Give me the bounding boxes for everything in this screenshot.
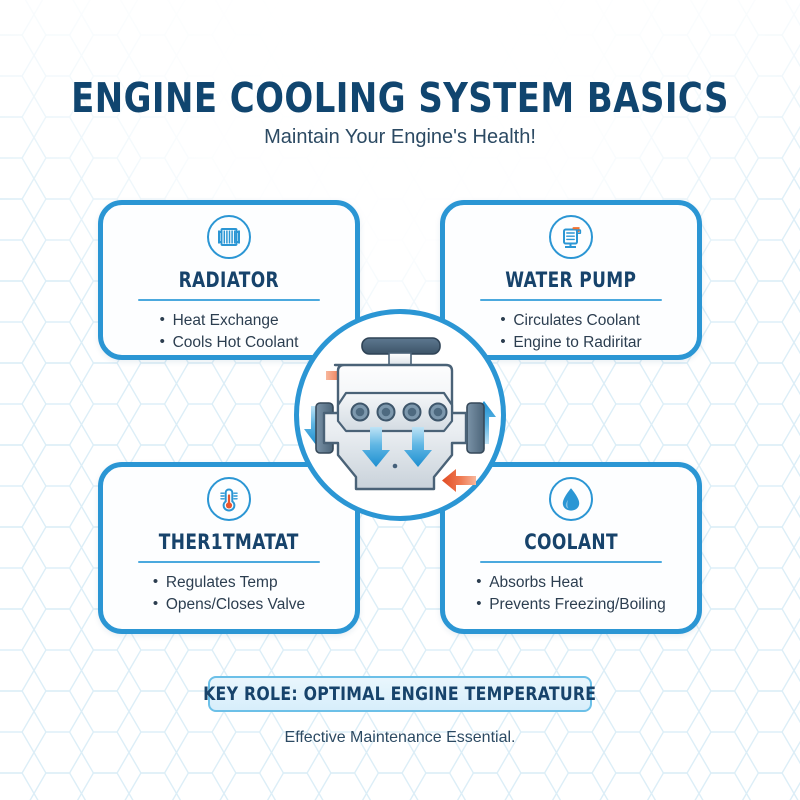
card-thermostat[interactable]: THER1TMATAT Regulates Temp Opens/Closes … <box>98 462 360 634</box>
card-title-radiator: RADIATOR <box>178 268 280 292</box>
card-water-pump[interactable]: WATER PUMP Circulates Coolant Engine to … <box>440 200 702 360</box>
thermometer-icon <box>207 477 251 521</box>
list-item: Engine to Radiritar <box>500 331 641 354</box>
card-divider <box>480 299 662 301</box>
water-drop-icon <box>549 477 593 521</box>
card-coolant[interactable]: COOLANT Absorbs Heat Prevents Freezing/B… <box>440 462 702 634</box>
card-bullets-coolant: Absorbs Heat Prevents Freezing/Boiling <box>476 571 666 616</box>
card-divider <box>138 561 320 563</box>
list-item: Heat Exchange <box>160 309 299 332</box>
footer-note: Effective Maintenance Essential. <box>284 729 516 746</box>
key-role-text: KEY ROLE: OPTIMAL ENGINE TEMPERATURE <box>203 683 597 705</box>
card-bullets-water-pump: Circulates Coolant Engine to Radiritar <box>500 309 641 354</box>
page-subtitle: Maintain Your Engine's Health! <box>264 126 536 148</box>
key-role-banner: KEY ROLE: OPTIMAL ENGINE TEMPERATURE <box>203 676 596 712</box>
card-title-coolant: COOLANT <box>524 530 618 554</box>
list-item: Cools Hot Coolant <box>160 331 299 354</box>
card-bullets-thermostat: Regulates Temp Opens/Closes Valve <box>153 571 305 616</box>
center-hub-circle <box>294 309 506 521</box>
card-divider <box>138 299 320 301</box>
list-item: Prevents Freezing/Boiling <box>476 593 666 616</box>
radiator-icon <box>207 215 251 259</box>
card-radiator[interactable]: RADIATOR Heat Exchange Cools Hot Coolant <box>98 200 360 360</box>
list-item: Regulates Temp <box>153 571 305 594</box>
card-bullets-radiator: Heat Exchange Cools Hot Coolant <box>160 309 299 354</box>
card-divider <box>480 561 662 563</box>
page-title: Engine Cooling System Basics <box>71 74 729 122</box>
list-item: Absorbs Heat <box>476 571 666 594</box>
water-pump-icon <box>549 215 593 259</box>
list-item: Circulates Coolant <box>500 309 641 332</box>
card-title-water-pump: WATER PUMP <box>505 268 637 292</box>
card-title-thermostat: THER1TMATAT <box>158 530 299 554</box>
list-item: Opens/Closes Valve <box>153 593 305 616</box>
